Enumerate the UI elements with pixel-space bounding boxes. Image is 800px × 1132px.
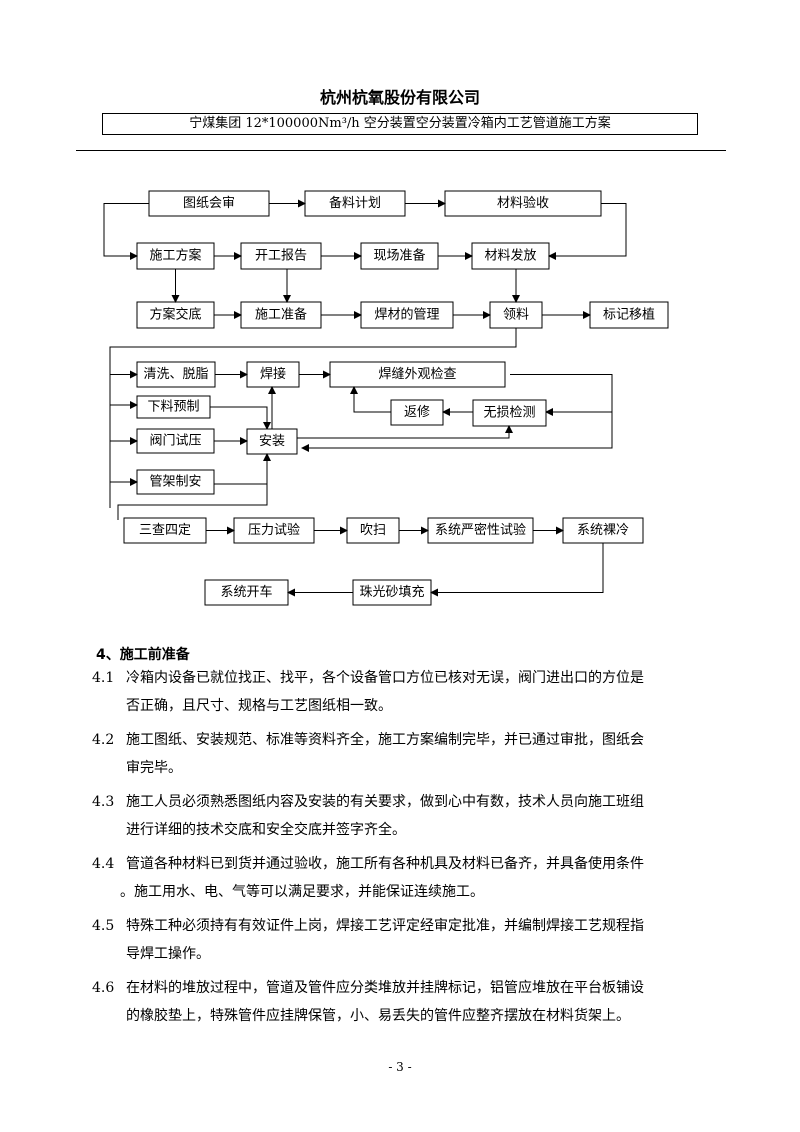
node-sancha: 三查四定 (123, 517, 207, 544)
item-number: 4.2 (92, 732, 115, 748)
node-tuzhi: 图纸会审 (148, 190, 270, 217)
list-item: 4.3 施工人员必须熟悉图纸内容及安装的有关要求，做到心中有数，技术人员向施工班… (92, 788, 732, 844)
node-biaoji: 标记移植 (589, 301, 669, 329)
item-number: 4.3 (92, 794, 115, 810)
node-shigong-zhunbei: 施工准备 (240, 301, 322, 329)
node-guanjia-label: 管架制安 (149, 475, 201, 490)
node-sancha-label: 三查四定 (139, 523, 191, 538)
node-shigong-fangan: 施工方案 (136, 242, 215, 270)
node-zhuguang: 珠光砂填充 (352, 579, 432, 606)
item-number: 4.1 (92, 670, 115, 686)
node-guanjia: 管架制安 (136, 469, 215, 495)
node-chuisao-label: 吹扫 (360, 523, 386, 538)
node-hanjie: 焊接 (246, 361, 300, 388)
item-line: 特殊工种必须持有有效证件上岗，焊接工艺评定经审定批准，并编制焊接工艺规程指 (126, 918, 644, 934)
node-qingxi: 清洗、脱脂 (136, 361, 216, 388)
item-number: 4.4 (92, 856, 115, 872)
company-name: 杭州杭氧股份有限公司 (319, 88, 480, 107)
node-anzhuang: 安装 (246, 428, 298, 455)
node-hancai: 焊材的管理 (360, 301, 454, 329)
construction-flowchart: 图纸会审 备料计划 材料验收 施工方案 开工报告 现场准备 材料发放 方案交底 … (103, 190, 669, 606)
node-fangan-jiaodi-label: 方案交底 (149, 307, 201, 323)
node-fangan-jiaodi: 方案交底 (136, 301, 215, 329)
node-luoleng-label: 系统裸冷 (577, 523, 629, 538)
list-item: 4.4 管道各种材料已到货并通过验收，施工所有各种机具及材料已备齐，并具备使用条… (92, 850, 732, 906)
node-beiliao-label: 备料计划 (329, 195, 381, 211)
node-xianchang-label: 现场准备 (373, 248, 425, 264)
node-cailiao-yanshou-label: 材料验收 (497, 195, 549, 211)
node-cailiao-fafang-label: 材料发放 (484, 248, 536, 264)
node-anzhuang-label: 安装 (259, 434, 285, 449)
node-shigong-fangan-label: 施工方案 (149, 248, 201, 264)
item-line: 施工图纸、安装规范、标准等资料齐全，施工方案编制完毕，并已通过审批，图纸会 (126, 732, 644, 748)
item-line: 在材料的堆放过程中，管道及管件应分类堆放并挂牌标记，铝管应堆放在平台板铺设 (126, 980, 644, 996)
node-wusun: 无损检测 (472, 399, 547, 427)
list-item: 4.1 冷箱内设备已就位找正、找平，各个设备管口方位已核对无误，阀门进出口的方位… (92, 664, 732, 720)
item-line: 。施工用水、电、气等可以满足要求，并能保证连续施工。 (120, 884, 484, 900)
node-kaigong: 开工报告 (240, 242, 322, 270)
node-chuisao: 吹扫 (346, 517, 400, 544)
node-fanxiu-label: 返修 (404, 405, 430, 420)
preparation-list: 4.1 冷箱内设备已就位找正、找平，各个设备管口方位已核对无误，阀门进出口的方位… (92, 664, 732, 1036)
node-qingxi-label: 清洗、脱脂 (143, 367, 208, 382)
node-shigong-zhunbei-label: 施工准备 (255, 307, 307, 323)
item-number: 4.6 (92, 980, 115, 996)
node-kaigong-label: 开工报告 (255, 249, 307, 264)
document-subtitle: 宁煤集团 12*100000Nm³/h 空分装置空分装置冷箱内工艺管道施工方案 (102, 113, 698, 135)
node-kaiche: 系统开车 (204, 579, 289, 606)
node-xialiao: 下料预制 (136, 395, 211, 419)
node-yali-label: 压力试验 (248, 522, 300, 538)
item-line: 审完毕。 (126, 760, 182, 776)
node-xianchang: 现场准备 (360, 242, 439, 270)
node-cailiao-yanshou: 材料验收 (444, 190, 602, 217)
node-wusun-label: 无损检测 (483, 406, 535, 421)
node-luoleng: 系统裸冷 (562, 517, 644, 544)
item-line: 导焊工操作。 (126, 946, 210, 962)
node-yali: 压力试验 (233, 517, 315, 544)
node-lingliao-label: 领料 (503, 308, 529, 323)
item-line: 否正确，且尺寸、规格与工艺图纸相一致。 (126, 698, 392, 714)
node-tuzhi-label: 图纸会审 (183, 196, 235, 211)
node-hancai-label: 焊材的管理 (374, 307, 439, 323)
node-hanfeng-label: 焊缝外观检查 (378, 366, 456, 382)
node-yanmi-label: 系统严密性试验 (435, 522, 526, 538)
node-hanfeng: 焊缝外观检查 (329, 361, 506, 388)
page-number: - 3 - (388, 1060, 412, 1074)
list-item: 4.2 施工图纸、安装规范、标准等资料齐全，施工方案编制完毕，并已通过审批，图纸… (92, 726, 732, 782)
node-yanmi: 系统严密性试验 (427, 517, 534, 544)
node-famen: 阀门试压 (136, 428, 215, 454)
node-lingliao: 领料 (489, 301, 543, 329)
node-kaiche-label: 系统开车 (220, 584, 272, 600)
list-item: 4.5 特殊工种必须持有有效证件上岗，焊接工艺评定经审定批准，并编制焊接工艺规程… (92, 912, 732, 968)
node-cailiao-fafang: 材料发放 (471, 242, 550, 270)
item-line: 冷箱内设备已就位找正、找平，各个设备管口方位已核对无误，阀门进出口的方位是 (126, 670, 644, 686)
item-line: 的橡胶垫上，特殊管件应挂牌保管，小、易丢失的管件应整齐摆放在材料货架上。 (126, 1008, 630, 1024)
node-xialiao-label: 下料预制 (147, 400, 199, 415)
item-line: 进行详细的技术交底和安全交底并签字齐全。 (126, 822, 406, 838)
node-famen-label: 阀门试压 (149, 434, 201, 449)
list-item: 4.6 在材料的堆放过程中，管道及管件应分类堆放并挂牌标记，铝管应堆放在平台板铺… (92, 974, 732, 1030)
node-beiliao: 备料计划 (304, 190, 406, 217)
item-number: 4.5 (92, 918, 115, 934)
header-rule (76, 150, 726, 151)
section-heading: 4、施工前准备 (96, 647, 190, 663)
node-zhuguang-label: 珠光砂填充 (359, 584, 424, 600)
item-line: 施工人员必须熟悉图纸内容及安装的有关要求，做到心中有数，技术人员向施工班组 (126, 794, 644, 810)
node-hanjie-label: 焊接 (260, 366, 286, 382)
node-fanxiu: 返修 (390, 399, 444, 426)
node-biaoji-label: 标记移植 (603, 308, 655, 323)
item-line: 管道各种材料已到货并通过验收，施工所有各种机具及材料已备齐，并具备使用条件 (126, 856, 644, 872)
